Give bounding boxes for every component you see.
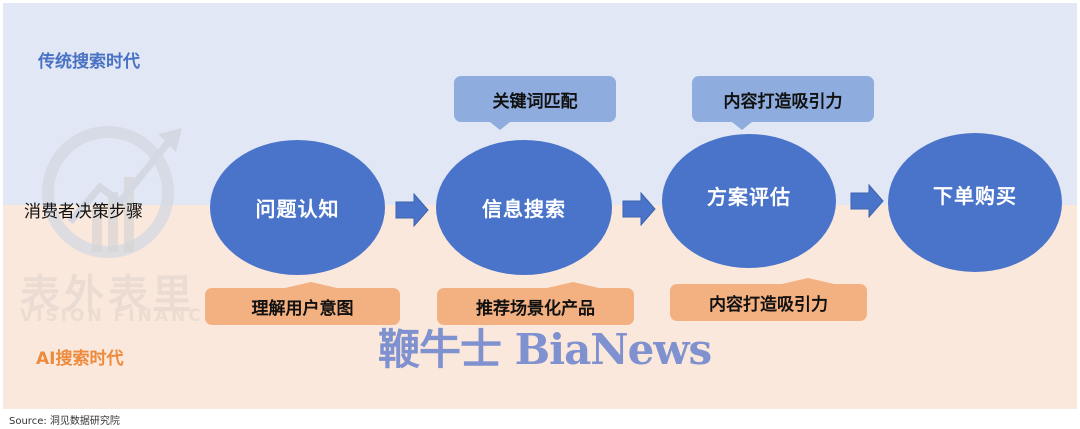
callout-pointer	[285, 282, 337, 288]
step-purchase: 下单购买	[888, 133, 1062, 272]
step-evaluation: 方案评估	[662, 134, 836, 268]
step-label: 下单购买	[933, 184, 1017, 208]
vision-finance-watermark-cn: 表外表里	[20, 272, 196, 318]
consumer-decision-steps-label: 消费者决策步骤	[24, 202, 143, 222]
right-arrow-icon	[395, 193, 429, 227]
vision-finance-watermark-en: VISION FINANCE	[20, 306, 219, 326]
right-arrow-icon	[622, 192, 656, 226]
step-problem-recognition: 问题认知	[210, 140, 385, 275]
callout-label: 关键词匹配	[492, 91, 578, 112]
ai-search-era-label: AI搜索时代	[36, 349, 124, 369]
callout-pointer	[490, 122, 510, 130]
callout-keyword-matching: 关键词匹配	[454, 76, 616, 130]
callout-pointer	[547, 282, 599, 288]
callout-content-attractiveness-ai: 内容打造吸引力	[670, 278, 867, 321]
callout-content-attractiveness-traditional: 内容打造吸引力	[692, 76, 874, 130]
callout-understand-user-intent: 理解用户意图	[205, 282, 400, 325]
source-note: Source: 洞见数据研究院	[9, 416, 120, 427]
bianews-watermark: 鞭牛士 BiaNews	[378, 325, 712, 374]
vision-finance-logo-icon	[42, 126, 182, 258]
step-label: 方案评估	[707, 184, 791, 209]
callout-pointer	[732, 122, 752, 130]
callout-label: 理解用户意图	[251, 299, 354, 319]
right-arrow-icon	[850, 184, 884, 218]
step-label: 信息搜索	[482, 197, 566, 221]
step-information-search: 信息搜索	[436, 140, 612, 275]
callout-label: 内容打造吸引力	[709, 295, 828, 315]
callout-label: 内容打造吸引力	[723, 91, 843, 112]
callout-label: 推荐场景化产品	[476, 299, 595, 319]
callout-pointer	[782, 278, 834, 284]
callout-recommend-scenario-products: 推荐场景化产品	[437, 282, 634, 325]
step-label: 问题认知	[255, 197, 340, 221]
traditional-search-era-label: 传统搜索时代	[38, 52, 140, 72]
